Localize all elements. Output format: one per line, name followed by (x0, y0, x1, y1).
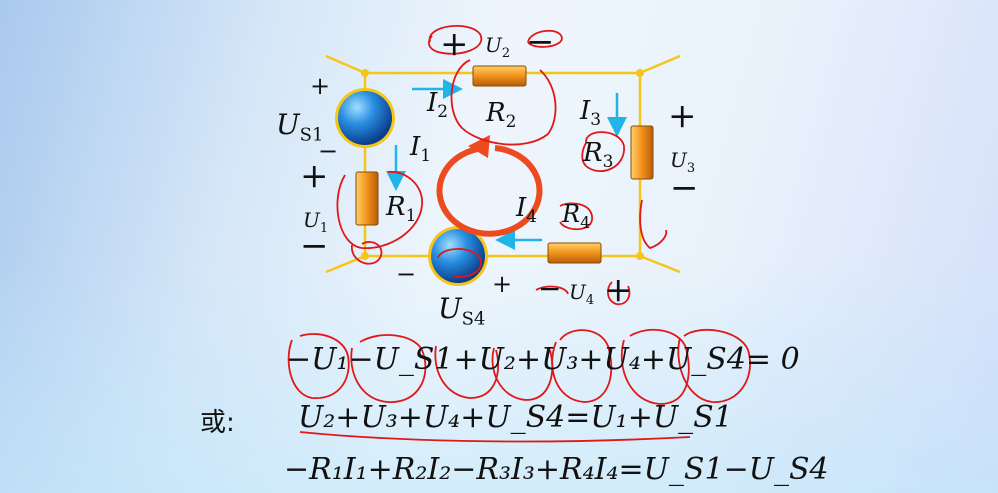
u3-plus-sign: + (668, 96, 697, 136)
equation-kvl-resistors: −R₁I₁+R₂I₂−R₃I₃+R₄I₄=U_S1−U_S4 (284, 452, 829, 487)
resistor-r4 (547, 242, 602, 264)
u4-plus-sign: + (604, 270, 633, 310)
resistor-r1 (355, 171, 379, 226)
label-u3: U3 (670, 148, 696, 176)
label-r4: R4 (562, 200, 591, 232)
label-r2: R2 (486, 98, 517, 133)
label-i3: I3 (580, 96, 602, 131)
slide-background-glow (0, 260, 998, 493)
circuit-nodes (361, 69, 644, 260)
equation-prefix-or: 或: (200, 408, 235, 438)
us1-minus-sign: − (318, 137, 339, 165)
u3-minus-sign: − (670, 168, 699, 208)
label-r1: R1 (386, 192, 417, 227)
u1-plus-sign: + (300, 156, 329, 196)
resistor-r2 (472, 65, 527, 87)
label-r3: R3 (583, 138, 614, 173)
u2-minus-sign: − (526, 22, 555, 62)
u4-minus-sign: − (538, 272, 562, 305)
label-u1: U1 (303, 208, 329, 236)
resistor-r3 (630, 125, 654, 180)
label-us1: US1 (276, 108, 324, 146)
handwritten-annotations (287, 25, 751, 443)
u2-plus-sign: + (440, 24, 469, 64)
u1-minus-sign: − (300, 226, 329, 266)
label-i2: I2 (427, 88, 449, 123)
label-u4: U4 (569, 280, 595, 308)
us1-plus-sign: + (310, 72, 331, 100)
label-us4: US4 (438, 292, 486, 330)
us4-plus-sign: + (492, 270, 513, 298)
label-u2: U2 (485, 33, 511, 61)
equation-kvl-sum: −U₁−U_S1+U₂+U₃+U₄+U_S4= 0 (286, 342, 800, 377)
us4-minus-sign: − (396, 260, 417, 288)
equation-kvl-rearranged: U₂+U₃+U₄+U_S4=U₁+U_S1 (298, 400, 733, 435)
source-us4 (428, 226, 488, 286)
label-i4: I4 (516, 193, 538, 228)
source-us1 (335, 88, 395, 148)
label-i1: I1 (410, 132, 432, 167)
